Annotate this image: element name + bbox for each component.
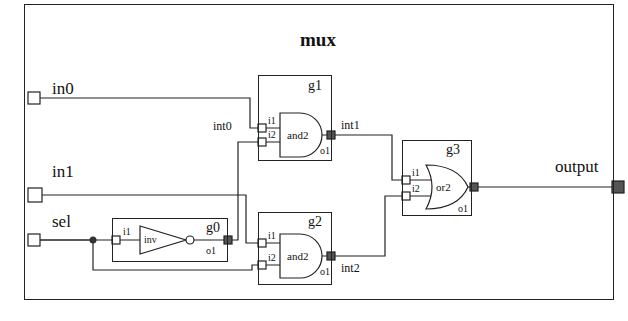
pin-name: i1 <box>268 116 276 126</box>
port-terminal <box>28 92 40 104</box>
signal-wire <box>335 135 402 180</box>
pin-terminal <box>402 176 410 184</box>
gate-box: g0 inv i1 o1 <box>112 218 228 262</box>
module-name: mux <box>300 30 336 49</box>
signal-label: int0 <box>212 120 233 132</box>
instance-name: g2 <box>308 215 322 229</box>
pin-terminal <box>224 236 232 244</box>
pin-name: o1 <box>320 267 330 277</box>
pin-name: i1 <box>268 231 276 241</box>
port-name: in1 <box>52 163 74 180</box>
cell-type: and2 <box>287 130 308 141</box>
and-gate-symbol <box>280 234 322 278</box>
pin-name: i2 <box>268 253 276 263</box>
pin-name: o1 <box>320 146 330 156</box>
instance-name: g1 <box>308 79 322 93</box>
or-gate-symbol <box>426 165 468 209</box>
instance-name: g3 <box>446 143 460 157</box>
module-box: mux in0 in1 sel g1 and2 i1 i2 o1 g0 inv i1 o1 g2 and2 i… <box>24 4 614 300</box>
cell-type: or2 <box>436 182 451 193</box>
signal-label: int2 <box>340 262 361 274</box>
output-port: output <box>555 156 625 196</box>
signal-label: int1 <box>340 119 361 131</box>
signal-wire <box>232 142 258 240</box>
and-gate-symbol <box>280 113 322 157</box>
port-terminal <box>28 188 42 202</box>
pin-terminal <box>112 236 120 244</box>
pin-name: i2 <box>412 184 420 194</box>
input-port: sel <box>28 210 73 248</box>
port-name: sel <box>52 213 71 230</box>
pin-terminal <box>258 138 266 146</box>
pin-name: o1 <box>458 204 468 214</box>
cell-type: and2 <box>287 251 308 262</box>
pin-name: i2 <box>268 130 276 140</box>
pin-name: o1 <box>206 246 216 256</box>
pin-terminal <box>327 131 335 139</box>
gate-box: g3 or2 i1 i2 o1 <box>402 140 472 216</box>
cell-type: inv <box>144 235 157 245</box>
port-name: in0 <box>52 80 74 97</box>
gate-box: g1 and2 i1 i2 o1 <box>258 75 332 161</box>
pin-terminal <box>327 252 335 260</box>
gate-box: g2 and2 i1 i2 o1 <box>258 212 332 285</box>
pin-terminal <box>258 261 266 269</box>
input-port: in1 <box>28 160 76 204</box>
inverter-symbol <box>140 226 186 254</box>
pin-terminal <box>258 239 266 247</box>
pin-terminal <box>402 192 410 200</box>
input-port: in0 <box>28 78 76 106</box>
junction-dot <box>90 237 97 244</box>
pin-name: i1 <box>123 227 131 237</box>
port-terminal <box>28 234 40 246</box>
inverter-bubble <box>186 236 194 244</box>
pin-terminal <box>258 124 266 132</box>
instance-name: g0 <box>206 221 220 235</box>
signal-wire <box>478 186 612 187</box>
pin-name: i1 <box>412 168 420 178</box>
port-name: output <box>555 158 598 175</box>
signal-wire <box>335 196 402 256</box>
